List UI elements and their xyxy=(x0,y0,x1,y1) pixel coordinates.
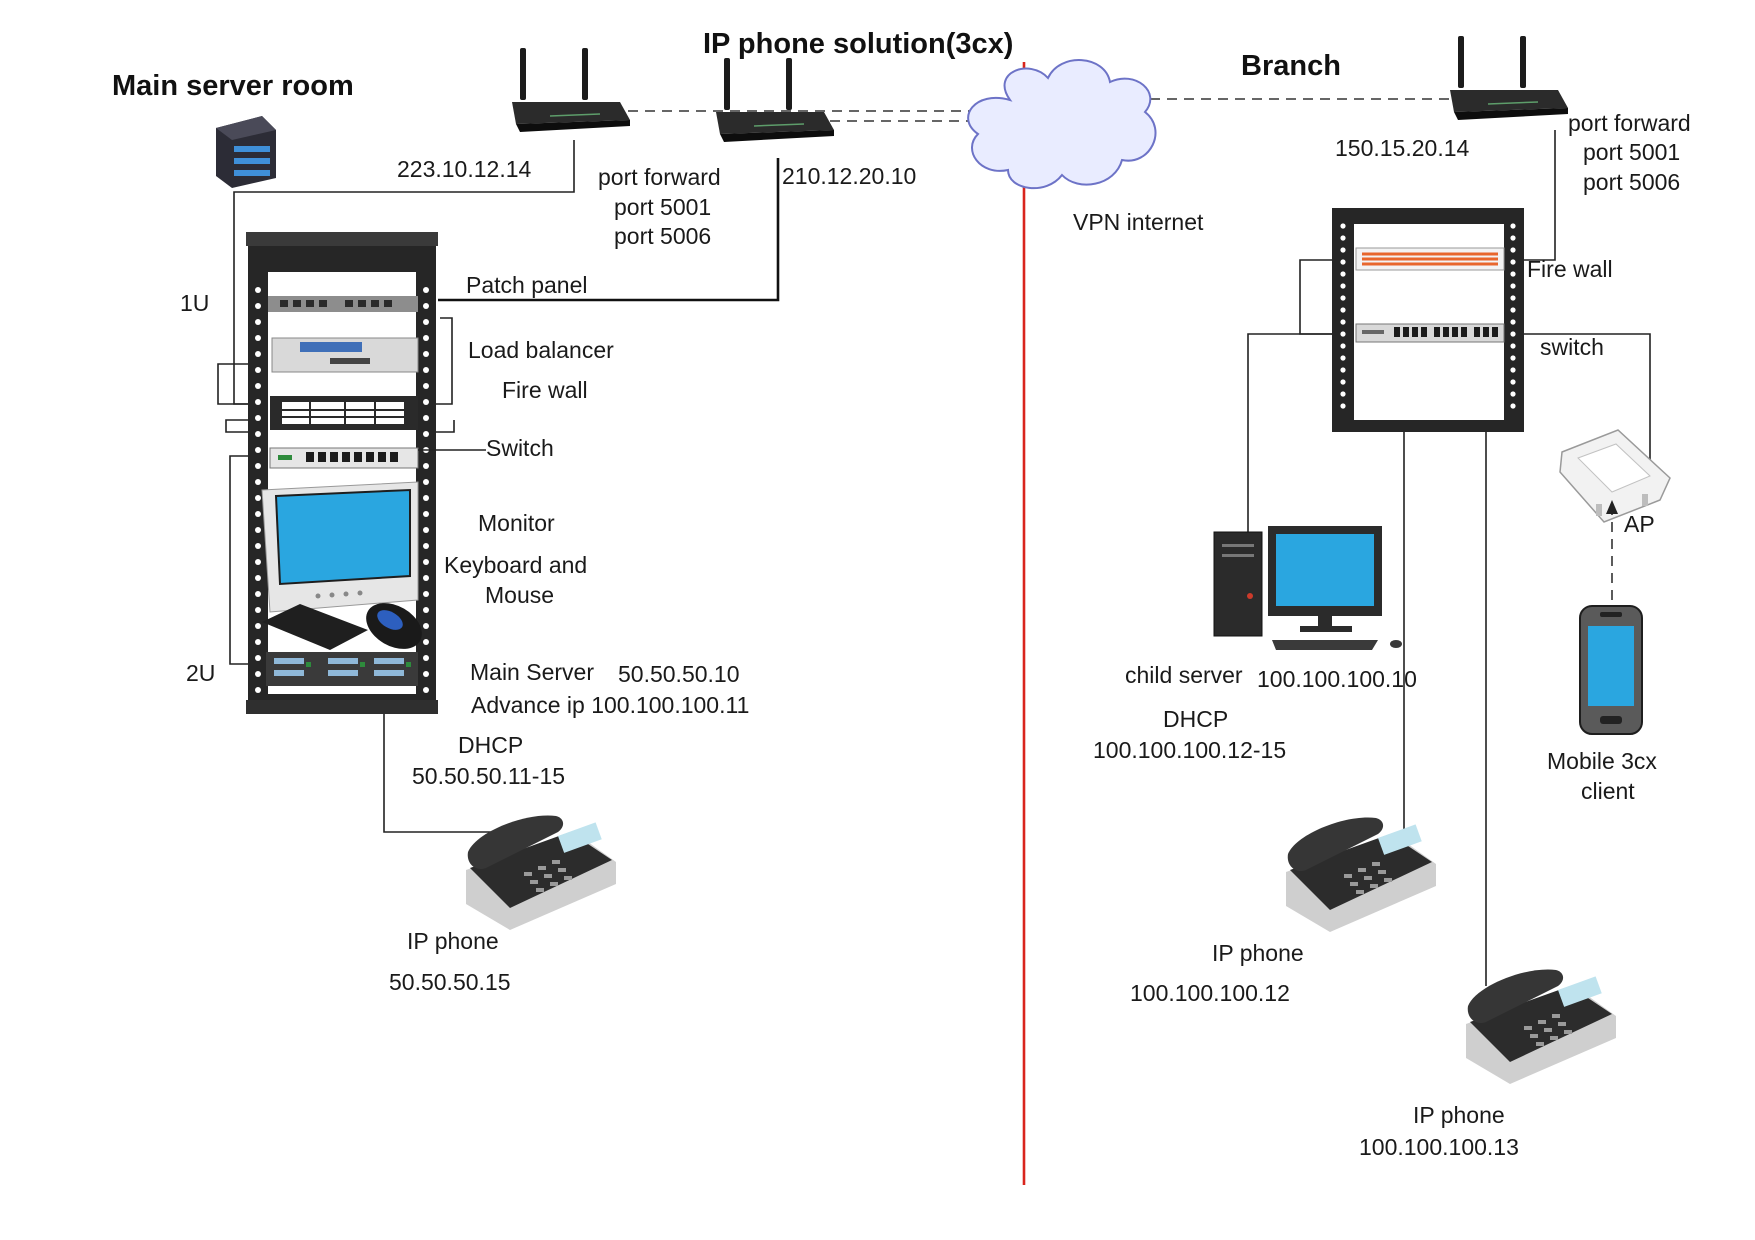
rack-unit-2u-label: 2U xyxy=(186,660,215,686)
branch-port-5006-label: port 5006 xyxy=(1583,169,1680,195)
branch-router-icon xyxy=(1449,35,1569,121)
branch-ip-phone-2-ip: 100.100.100.13 xyxy=(1359,1134,1519,1160)
child-server-label: child server xyxy=(1125,662,1243,688)
main-ip-phone-ip: 50.50.50.15 xyxy=(389,969,511,995)
load-balancer-label: Load balancer xyxy=(468,337,614,363)
main-ip-phone-icon xyxy=(466,815,616,930)
main-router-1-ip: 223.10.12.14 xyxy=(397,156,532,182)
mobile-client-label-line1: Mobile 3cx xyxy=(1547,748,1657,774)
port-5001-label: port 5001 xyxy=(614,194,711,220)
main-router-2-icon xyxy=(715,57,835,143)
monitor-label: Monitor xyxy=(478,510,555,536)
branch-ip-phone-1-ip: 100.100.100.12 xyxy=(1130,980,1290,1006)
branch-firewall-label: Fire wall xyxy=(1527,256,1613,282)
switch-label: Switch xyxy=(486,435,554,461)
ip-phone-solution-title: IP phone solution(3cx) xyxy=(703,28,1013,60)
main-server-room-title: Main server room xyxy=(112,70,354,102)
ap-label: AP xyxy=(1624,511,1655,537)
firewall-to-switch-cable xyxy=(225,419,455,433)
main-dhcp-label: DHCP xyxy=(458,732,523,758)
child-server-ip: 100.100.100.10 xyxy=(1257,666,1417,692)
main-router-1-icon xyxy=(511,47,631,133)
router2-to-patch-panel-cable xyxy=(438,158,780,302)
child-server-pc-icon xyxy=(1213,526,1402,650)
branch-ip-phone-2-label: IP phone xyxy=(1413,1102,1505,1128)
port-5006-label: port 5006 xyxy=(614,223,711,249)
server-to-ipphone-cable xyxy=(383,680,528,833)
main-dhcp-range: 50.50.50.11-15 xyxy=(412,763,565,789)
switch-to-ap-cable xyxy=(1514,333,1651,476)
mobile-client-label-line2: client xyxy=(1581,778,1635,804)
branch-port-5001-label: port 5001 xyxy=(1583,139,1680,165)
keyboard-mouse-label-line1: Keyboard and xyxy=(444,552,587,578)
vpn-internet-label: VPN internet xyxy=(1073,209,1204,235)
branch-dhcp-label: DHCP xyxy=(1163,706,1228,732)
branch-router-ip: 150.15.20.14 xyxy=(1335,135,1470,161)
cloud-icon xyxy=(967,59,1157,190)
patch-panel-device xyxy=(268,296,418,312)
main-server-label: Main Server xyxy=(470,659,594,685)
branch-title: Branch xyxy=(1241,50,1341,82)
main-server-ip: 50.50.50.10 xyxy=(618,661,740,687)
branch-port-forward-label: port forward xyxy=(1568,110,1691,136)
load-balancer-device xyxy=(271,337,419,373)
wireless-arrow-icon xyxy=(1606,500,1618,514)
patch-panel-label: Patch panel xyxy=(466,272,587,298)
access-point-icon xyxy=(1559,429,1671,523)
branch-ip-phone-1-label: IP phone xyxy=(1212,940,1304,966)
monitor-icon xyxy=(261,481,419,613)
main-server-rack xyxy=(246,232,438,714)
mouse-icon xyxy=(366,603,422,649)
advance-ip-label: Advance ip 100.100.100.11 xyxy=(471,692,749,718)
branch-ip-phone-1-icon xyxy=(1286,817,1436,932)
rack-unit-1u-label: 1U xyxy=(180,290,209,316)
loadbalancer-loop-cable xyxy=(217,363,270,405)
port-forward-label: port forward xyxy=(598,164,721,190)
branch-router-to-firewall-cable xyxy=(1514,130,1556,261)
keyboard-mouse-label-line2: Mouse xyxy=(485,582,554,608)
branch-rack xyxy=(1332,208,1524,432)
branch-dhcp-range: 100.100.100.12-15 xyxy=(1093,737,1286,763)
keyboard-icon xyxy=(262,604,368,650)
main-ip-phone-label: IP phone xyxy=(407,928,499,954)
mobile-phone-icon xyxy=(1579,605,1643,735)
branch-switch-label: switch xyxy=(1540,334,1604,360)
server-tower-icon xyxy=(216,116,276,188)
main-server-device xyxy=(266,652,418,686)
firewall-label: Fire wall xyxy=(502,377,588,403)
branch-ip-phone-2-icon xyxy=(1466,969,1616,1084)
switch-to-server-cable xyxy=(229,455,262,665)
main-router-2-ip: 210.12.20.10 xyxy=(782,163,916,189)
